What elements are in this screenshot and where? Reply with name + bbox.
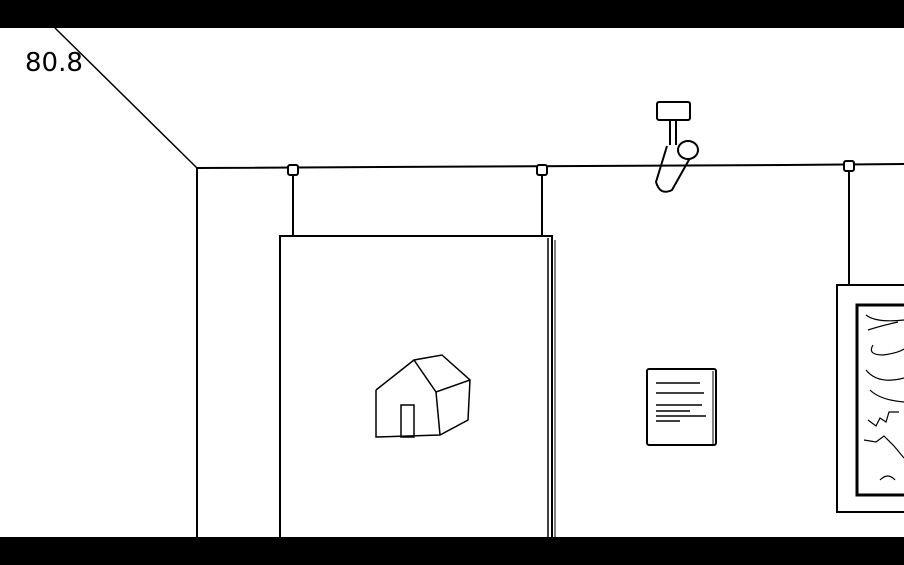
ceiling-spotlight <box>654 101 699 193</box>
rail-hook <box>536 164 548 236</box>
wall-corner-edge <box>54 27 198 169</box>
framed-map-artwork[interactable] <box>836 284 904 513</box>
hanging-rail <box>196 163 904 169</box>
house-sketch[interactable] <box>375 354 471 438</box>
rail-hook <box>843 160 855 285</box>
letterbox-bottom <box>0 537 904 565</box>
rail-hook <box>287 164 299 236</box>
blank-panel[interactable] <box>279 235 556 537</box>
wall-label-card[interactable] <box>646 368 717 446</box>
letterbox-top <box>0 0 904 28</box>
distance-readout: 80.8 <box>25 48 83 78</box>
